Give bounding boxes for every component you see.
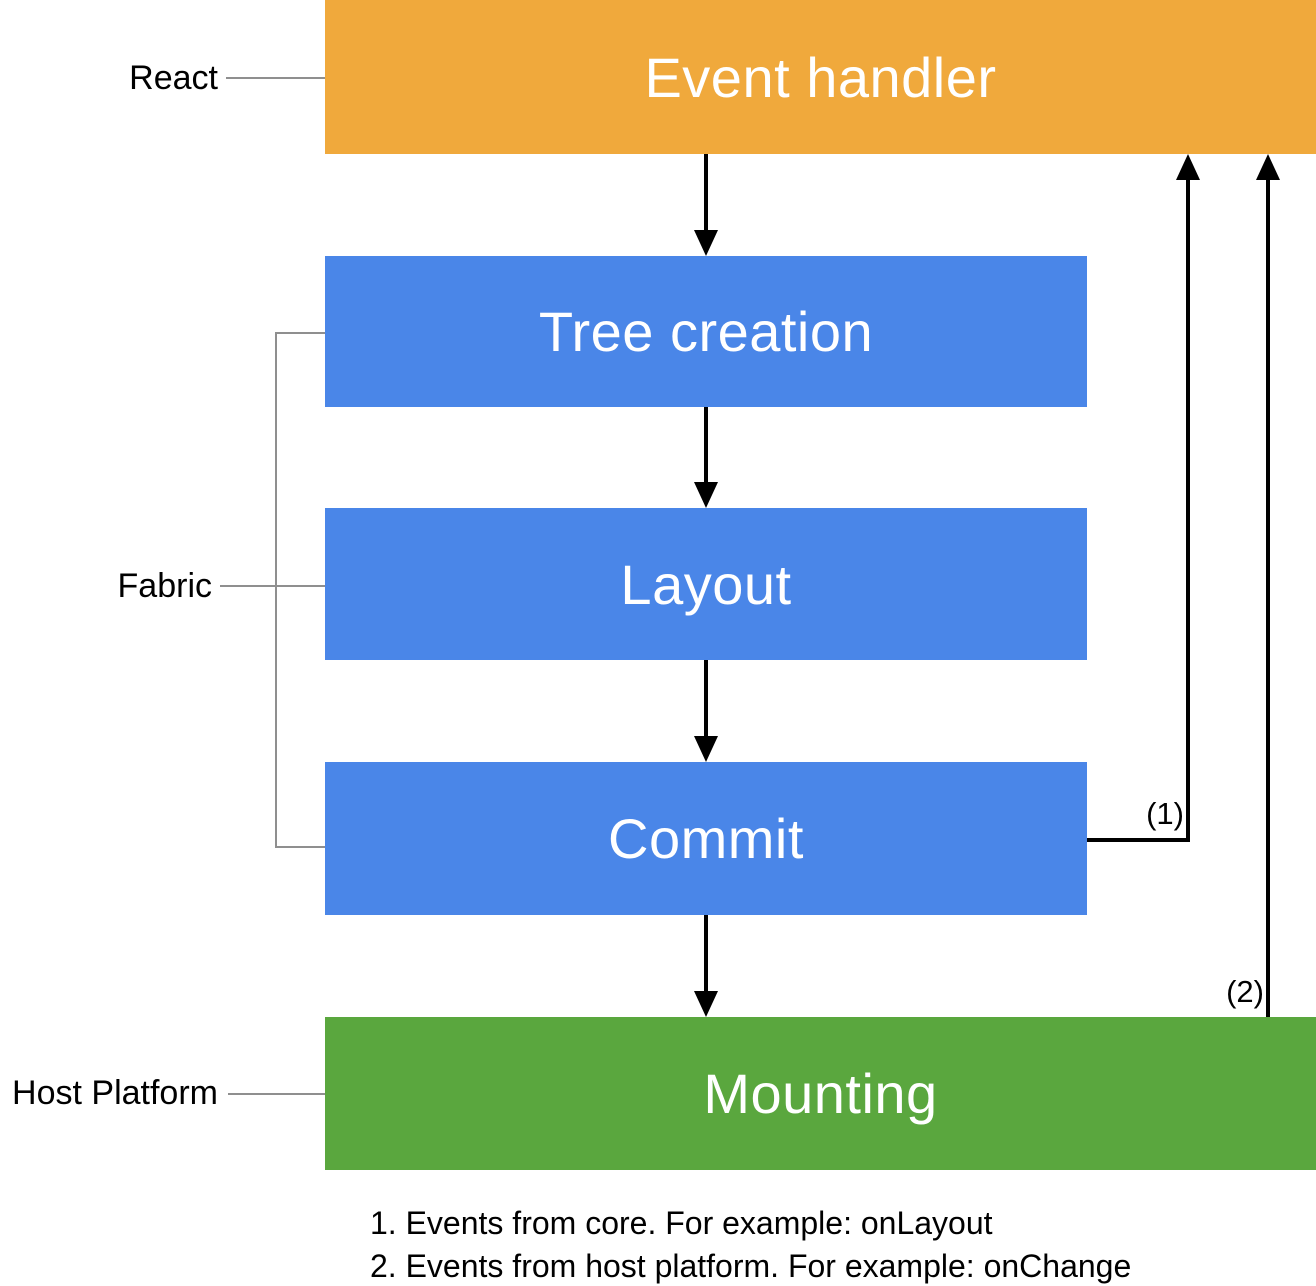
feedback-arrow-2-head-icon bbox=[1256, 154, 1280, 180]
layout-box: Layout bbox=[325, 508, 1087, 660]
arrow-eventhandler-to-treecreation-head-icon bbox=[694, 230, 718, 256]
commit-box: Commit bbox=[325, 762, 1087, 915]
fabric-bracket-vertical-line bbox=[275, 332, 277, 848]
footnote-2: 2. Events from host platform. For exampl… bbox=[370, 1248, 1132, 1284]
fabric-connector-line bbox=[220, 585, 325, 587]
arrow-treecreation-to-layout-line bbox=[704, 407, 708, 484]
feedback-arrow-2-vertical-line bbox=[1266, 178, 1270, 1017]
commit-label: Commit bbox=[608, 807, 804, 870]
fabric-group-label: Fabric bbox=[117, 567, 212, 605]
arrow-layout-to-commit-head-icon bbox=[694, 736, 718, 762]
arrow-eventhandler-to-treecreation-line bbox=[704, 154, 708, 232]
feedback-arrow-1-label: (1) bbox=[1146, 796, 1184, 831]
host-platform-group-label: Host Platform bbox=[12, 1074, 218, 1112]
layout-label: Layout bbox=[620, 552, 792, 616]
event-handler-label: Event handler bbox=[644, 45, 997, 109]
mounting-box: Mounting bbox=[325, 1017, 1316, 1170]
feedback-arrow-2-label: (2) bbox=[1226, 974, 1264, 1009]
react-group-label: React bbox=[129, 59, 218, 97]
arrow-treecreation-to-layout-head-icon bbox=[694, 482, 718, 508]
footnotes: 1. Events from core. For example: onLayo… bbox=[370, 1202, 1131, 1286]
fabric-bracket-top-stub bbox=[275, 332, 325, 334]
arrow-layout-to-commit-line bbox=[704, 660, 708, 738]
arrow-commit-to-mounting-line bbox=[704, 915, 708, 993]
react-connector-line bbox=[226, 77, 325, 79]
feedback-arrow-1-head-icon bbox=[1176, 154, 1200, 180]
tree-creation-box: Tree creation bbox=[325, 256, 1087, 407]
feedback-arrow-1-horizontal-line bbox=[1087, 838, 1190, 842]
host-platform-connector-line bbox=[228, 1093, 325, 1095]
feedback-arrow-1-vertical-line bbox=[1186, 178, 1190, 842]
event-handler-box: Event handler bbox=[325, 0, 1316, 154]
footnote-1: 1. Events from core. For example: onLayo… bbox=[370, 1205, 993, 1241]
mounting-label: Mounting bbox=[703, 1062, 938, 1125]
tree-creation-label: Tree creation bbox=[538, 300, 874, 363]
fabric-bracket-bottom-stub bbox=[275, 846, 325, 848]
arrow-commit-to-mounting-head-icon bbox=[694, 991, 718, 1017]
